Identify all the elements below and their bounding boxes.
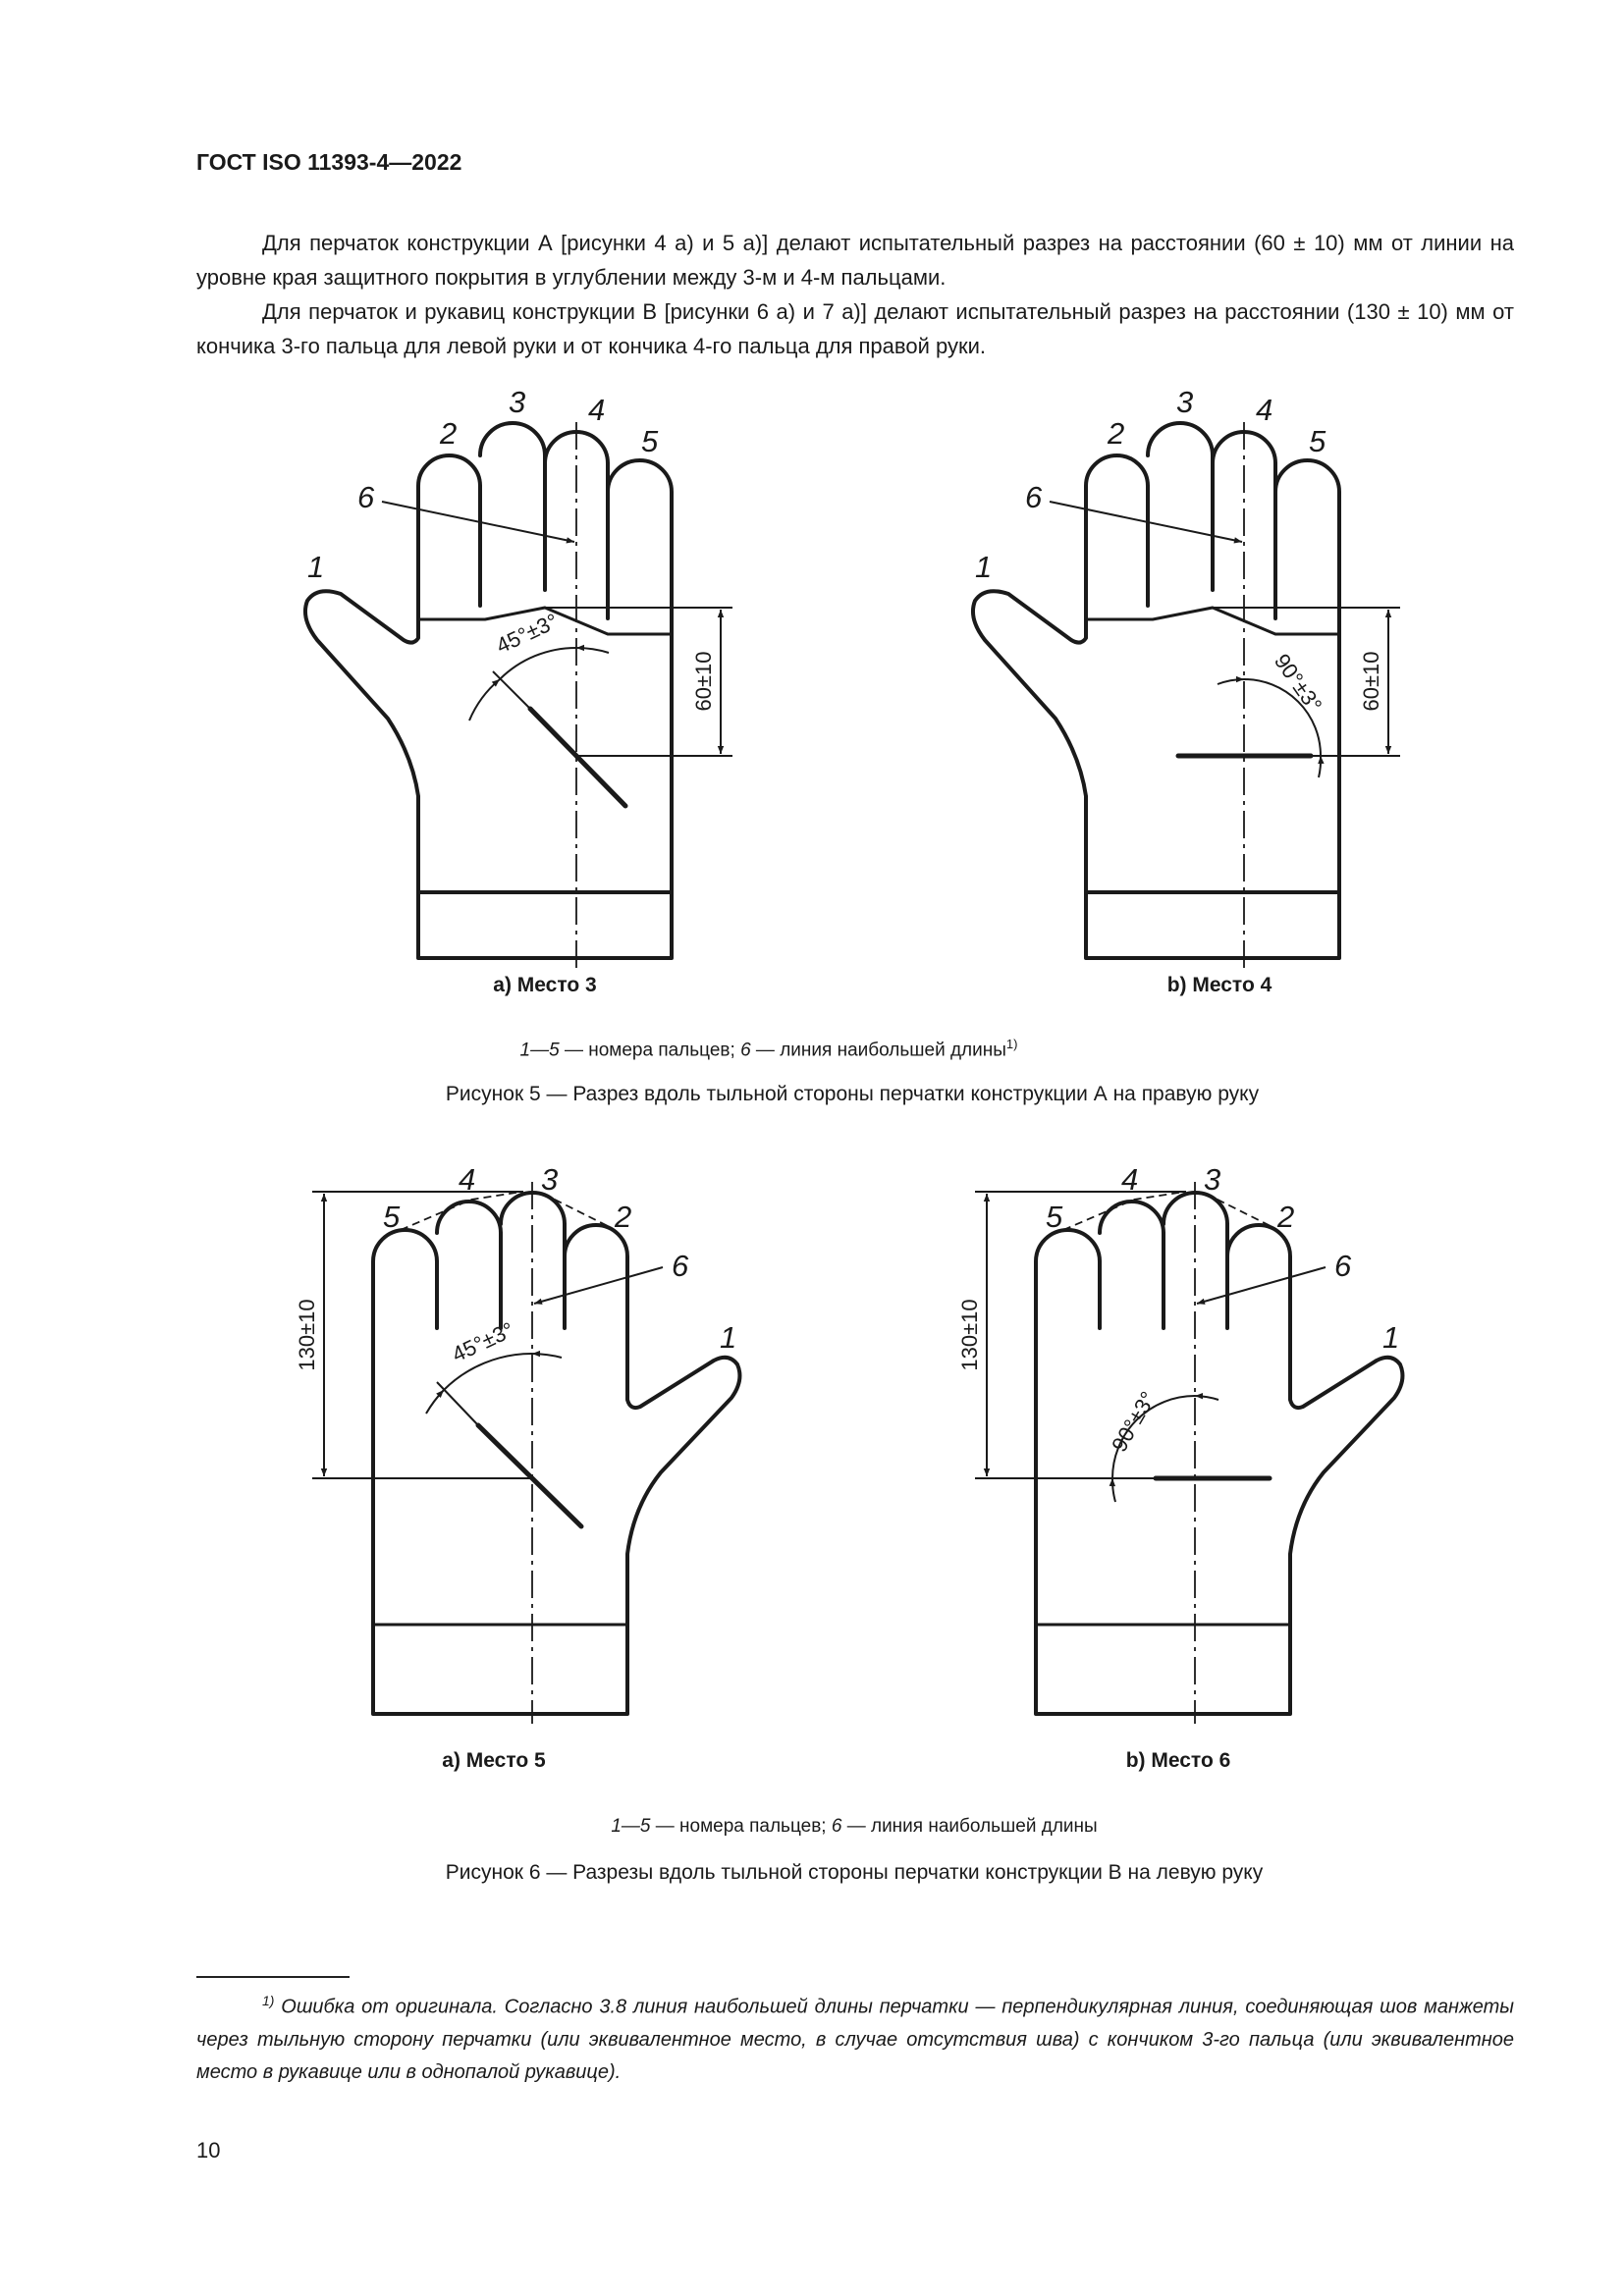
label-6-longest-line: 6 <box>1025 480 1043 514</box>
footnote-text: Ошибка от оригинала. Согласно 3.8 линия … <box>196 1996 1514 2083</box>
footnote-marker: 1) <box>262 1993 275 2008</box>
legend-range: 1—5 <box>519 1040 560 1061</box>
leader-6 <box>533 1266 664 1305</box>
fingertip-tangent <box>400 1191 613 1231</box>
legend-six: 6 <box>831 1816 842 1837</box>
footnote-divider <box>196 1976 350 1978</box>
fingertip-tangent <box>1062 1191 1275 1231</box>
finger-label-3: 3 <box>1204 1162 1220 1197</box>
label-6-longest-line: 6 <box>1334 1249 1352 1283</box>
document-header: ГОСТ ISO 11393-4—2022 <box>196 149 462 175</box>
angle-label: 90°±3° <box>1107 1387 1161 1456</box>
dimension-extension-lines <box>545 607 732 757</box>
finger-label-2: 2 <box>1276 1200 1294 1234</box>
angle-arrow <box>1194 1392 1219 1401</box>
label-6-longest-line: 6 <box>357 480 375 514</box>
dimension-extension-lines <box>312 1191 532 1479</box>
leader-6 <box>381 501 575 544</box>
angle-arrow <box>425 1389 445 1415</box>
page-number: 10 <box>196 2138 221 2163</box>
label-6-longest-line: 6 <box>672 1249 689 1283</box>
glove-outline <box>303 421 674 960</box>
angle-arrow <box>575 644 610 654</box>
figure6b-caption: b) Место 6 <box>1125 1749 1231 1772</box>
figure5-legend: 1—5 — номера пальцев; 6 — линия наибольш… <box>520 1037 1018 1061</box>
angle-arc <box>443 1352 533 1391</box>
angle-arrow <box>531 1350 563 1359</box>
finger-label-5: 5 <box>1309 424 1326 458</box>
footnote: 1) Ошибка от оригинала. Согласно 3.8 лин… <box>196 1985 1514 2089</box>
coating-edge <box>1084 606 1341 636</box>
legend-six-text: — линия наибольшей длины <box>841 1816 1098 1837</box>
finger-dividers <box>435 1222 567 1330</box>
angle-arrow <box>1318 755 1325 778</box>
finger-label-2: 2 <box>439 416 457 451</box>
finger-label-4: 4 <box>1256 393 1272 427</box>
finger-label-1: 1 <box>720 1320 736 1355</box>
cut-line-thin <box>436 1381 479 1426</box>
glove-outline <box>1034 1191 1405 1716</box>
finger-label-5: 5 <box>1046 1200 1063 1234</box>
figure5b-caption: b) Место 4 <box>1166 974 1272 996</box>
figure6b-glove: 130±10 90°±3° 1 2 3 4 5 6 <box>957 1162 1405 1724</box>
finger-label-4: 4 <box>1121 1162 1138 1197</box>
finger-label-4: 4 <box>459 1162 475 1197</box>
finger-label-3: 3 <box>509 385 525 419</box>
angle-arc <box>1111 1395 1196 1479</box>
legend-range-text: — номера пальцев; <box>559 1040 741 1061</box>
finger-label-5: 5 <box>383 1200 401 1234</box>
body-text: Для перчаток конструкции А [рисунки 4 а)… <box>196 226 1514 363</box>
angle-label: 90°±3° <box>1270 649 1327 717</box>
cut-line <box>527 706 628 809</box>
finger-label-4: 4 <box>588 393 605 427</box>
figure6a-glove: 130±10 45°±3° 1 2 3 4 5 6 <box>295 1162 742 1724</box>
legend-six-text: — линия наибольшей длины <box>750 1040 1006 1061</box>
leader-6 <box>1049 501 1243 544</box>
leader-6 <box>1196 1266 1326 1305</box>
figure5-title: Рисунок 5 — Разрез вдоль тыльной стороны… <box>445 1083 1260 1105</box>
figure6-legend: 1—5 — номера пальцев; 6 — линия наибольш… <box>611 1816 1097 1838</box>
figure5a-caption: а) Место 3 <box>493 974 597 996</box>
finger-dividers <box>478 454 610 620</box>
figure6-title: Рисунок 6 — Разрезы вдоль тыльной сторон… <box>445 1861 1264 1884</box>
paragraph-design-b: Для перчаток и рукавиц конструкции В [ри… <box>196 299 1514 358</box>
finger-label-3: 3 <box>1176 385 1193 419</box>
finger-label-5: 5 <box>641 424 659 458</box>
paragraph-design-a: Для перчаток конструкции А [рисунки 4 а)… <box>196 231 1514 290</box>
angle-arrow <box>1109 1477 1116 1503</box>
dimension-label: 130±10 <box>295 1299 319 1370</box>
legend-range: 1—5 <box>611 1816 651 1837</box>
finger-label-1: 1 <box>1382 1320 1399 1355</box>
finger-label-3: 3 <box>541 1162 558 1197</box>
legend-six: 6 <box>740 1040 751 1061</box>
figure6a-caption: а) Место 5 <box>442 1749 546 1772</box>
legend-range-text: — номера пальцев; <box>650 1816 832 1837</box>
angle-arc <box>499 646 577 680</box>
dimension-extension-lines <box>975 1191 1186 1479</box>
finger-label-1: 1 <box>975 550 992 584</box>
dimension-label: 130±10 <box>957 1299 982 1370</box>
angle-arc <box>1243 678 1322 757</box>
angle-arrow <box>1217 675 1245 685</box>
angle-arrow <box>468 678 501 721</box>
finger-dividers <box>1098 1222 1229 1330</box>
dimension-label: 60±10 <box>691 651 716 711</box>
figure5b-glove: 60±10 90°±3° 1 2 3 4 5 6 <box>971 385 1400 968</box>
finger-dividers <box>1146 454 1277 620</box>
cut-line <box>475 1422 584 1529</box>
dimension-label: 60±10 <box>1359 651 1383 711</box>
cut-line-thin <box>492 670 531 710</box>
dimension-extension-lines <box>1213 607 1400 757</box>
footnote-reference[interactable]: 1) <box>1005 1037 1018 1051</box>
finger-label-1: 1 <box>307 550 324 584</box>
angle-label: 45°±3° <box>448 1317 517 1367</box>
figure5a-glove: 60±10 45°±3° 1 2 3 4 5 6 <box>303 385 732 968</box>
glove-outline <box>971 421 1341 960</box>
finger-label-2: 2 <box>1107 416 1124 451</box>
glove-outline <box>371 1191 742 1716</box>
finger-label-2: 2 <box>614 1200 631 1234</box>
